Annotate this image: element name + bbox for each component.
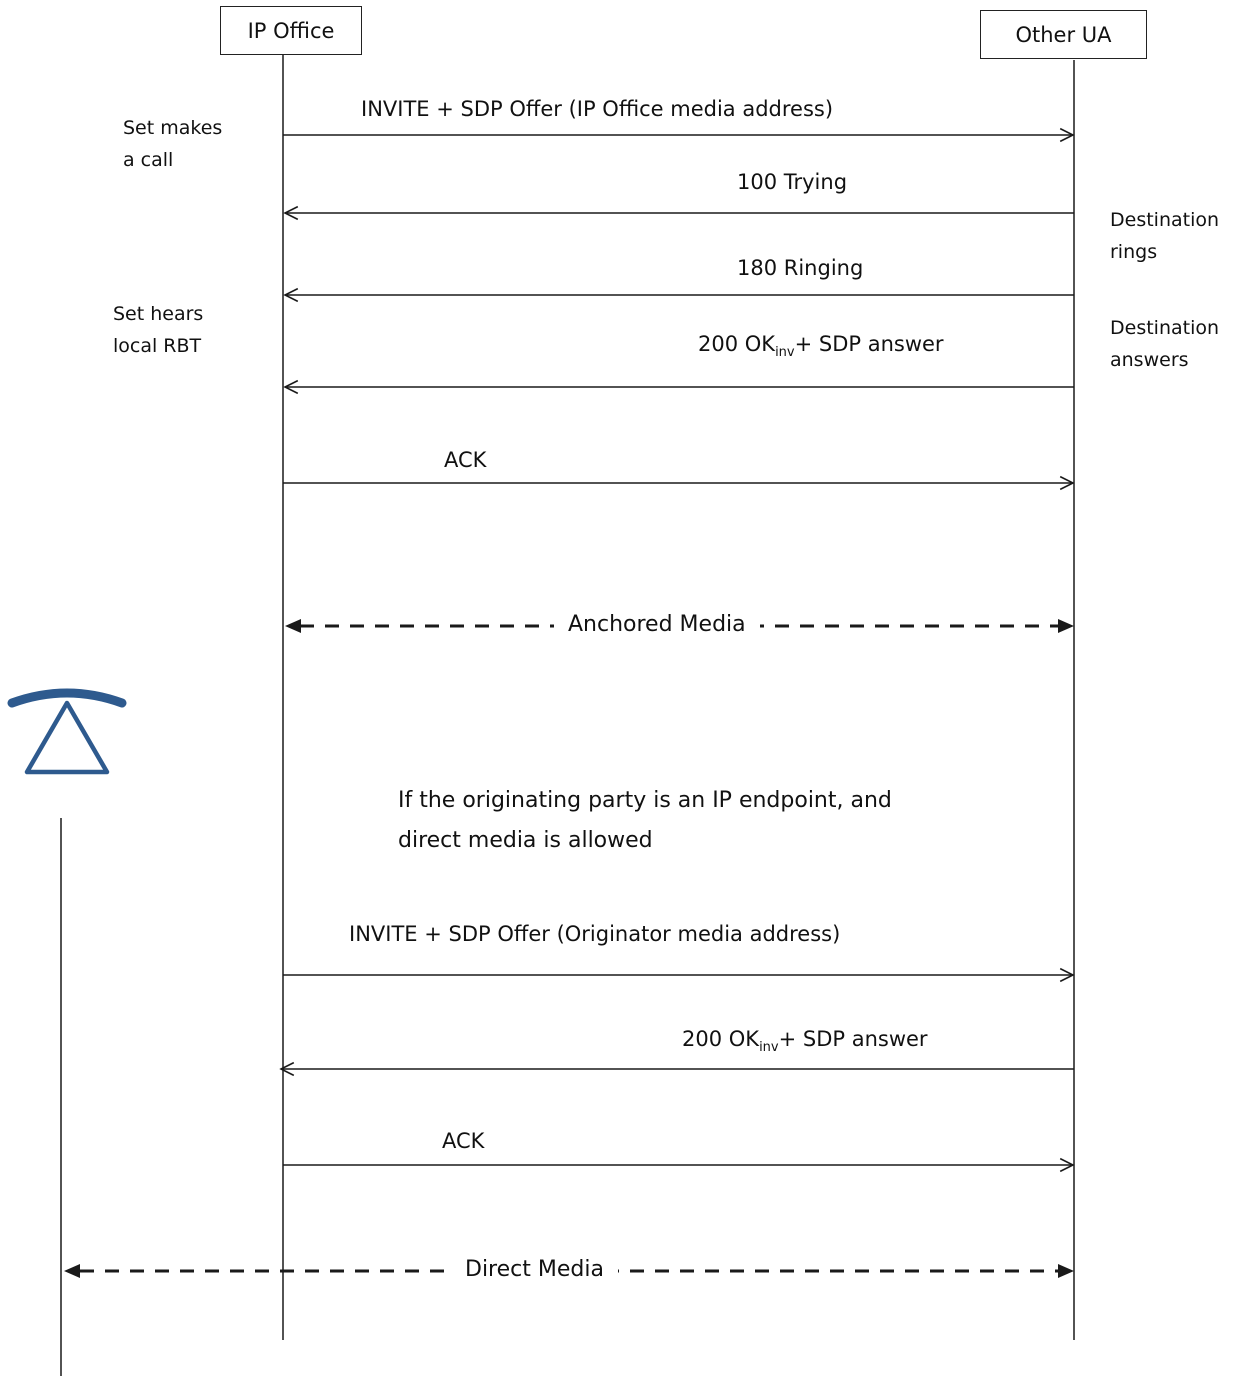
message-200-ok-1-sub: inv <box>775 345 795 361</box>
message-200-ok-2-sub: inv <box>759 1040 779 1056</box>
participant-ip-office-label: IP Office <box>247 18 335 43</box>
message-180-ringing: 180 Ringing <box>737 256 864 280</box>
note-line: a call <box>123 149 174 171</box>
note-line: Set hears <box>113 303 204 325</box>
note-line: Set makes <box>123 117 223 139</box>
note-line: rings <box>1110 241 1158 263</box>
participant-ip-office: IP Office <box>220 6 362 55</box>
condition-line: If the originating party is an IP endpoi… <box>398 788 892 813</box>
direct-media-arrowhead-left <box>64 1264 80 1278</box>
telephone-icon <box>7 688 127 775</box>
message-200-ok-2-tail: + SDP answer <box>778 1027 928 1051</box>
note-line: answers <box>1110 349 1189 371</box>
message-200-ok-1-main: 200 OK <box>698 332 776 356</box>
note-line: local RBT <box>113 335 202 357</box>
note-line: Destination <box>1110 317 1220 339</box>
message-200-ok-1: 200 OKinv+ SDP answer <box>698 332 944 361</box>
participant-other-ua: Other UA <box>980 10 1147 59</box>
participant-other-ua-label: Other UA <box>1015 22 1112 47</box>
message-200-ok-1-tail: + SDP answer <box>794 332 944 356</box>
message-ack-2: ACK <box>442 1129 485 1153</box>
note-set-hears-rbt: Set hears local RBT <box>113 298 203 362</box>
anchored-media-arrowhead-left <box>285 619 301 633</box>
direct-media-label: Direct Media <box>451 1259 618 1281</box>
note-destination-answers: Destination answers <box>1110 312 1219 376</box>
message-ack-1: ACK <box>444 448 487 472</box>
condition-text: If the originating party is an IP endpoi… <box>398 781 892 861</box>
direct-media-arrowhead-right <box>1058 1264 1074 1278</box>
note-line: Destination <box>1110 209 1220 231</box>
anchored-media-arrowhead-right <box>1058 619 1074 633</box>
anchored-media-label: Anchored Media <box>554 614 760 636</box>
message-200-ok-2: 200 OKinv+ SDP answer <box>682 1027 928 1056</box>
message-200-ok-2-main: 200 OK <box>682 1027 760 1051</box>
message-invite-1: INVITE + SDP Offer (IP Office media addr… <box>361 97 834 121</box>
message-invite-2: INVITE + SDP Offer (Originator media add… <box>349 922 841 946</box>
condition-line: direct media is allowed <box>398 828 653 853</box>
note-destination-rings: Destination rings <box>1110 204 1219 268</box>
message-100-trying: 100 Trying <box>737 170 848 194</box>
note-set-makes-call: Set makes a call <box>123 112 222 176</box>
